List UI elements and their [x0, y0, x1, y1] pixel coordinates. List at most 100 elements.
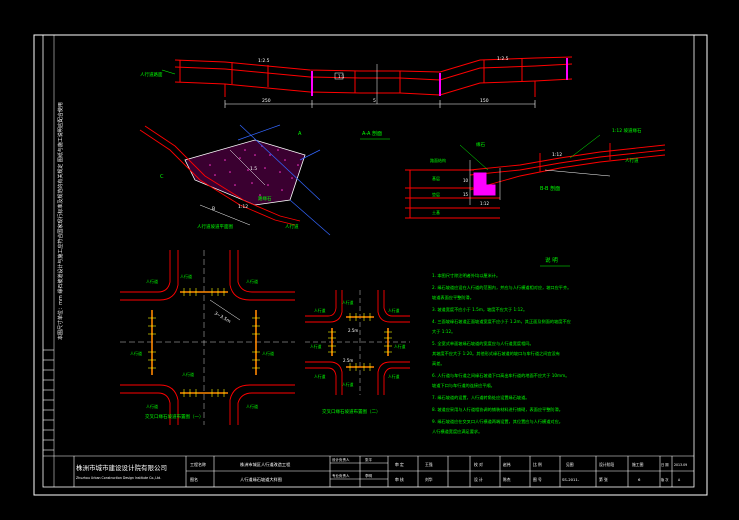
small-label-6: 人行道 [310, 344, 322, 349]
name-3: 王强 [425, 462, 433, 467]
note-line: 8. 坡道应采用与人行道相协调的铺装材料进行铺砌，表面应平整防滑。 [432, 406, 563, 413]
side-strip-text: 本图尺寸单位：mm 缘石坡道设计与施工应符合国家现行标准及规范的有关规定 图纸与… [57, 102, 64, 340]
big-label-2: 人行道 [146, 403, 158, 409]
note-line: 坡道下口与车行道的连接应平顺。 [432, 382, 495, 389]
plan-label-top: A [298, 131, 302, 137]
drawing-label: 图名 [190, 476, 198, 482]
big-label-4: 人行道 [180, 273, 192, 279]
detail-row-0: 路面结构 [430, 157, 446, 163]
small-dim-top: 2.5m [348, 328, 358, 333]
detail-dim-1: 15 [463, 192, 469, 197]
name-4: 刘华 [425, 477, 433, 482]
name-6: 陈杰 [503, 477, 511, 482]
small-dim-bottom: 2.5m [343, 358, 353, 363]
small-label-7: 人行道 [394, 344, 406, 349]
small-label-3: 人行道 [388, 374, 400, 379]
project-label: 工程名称 [190, 461, 206, 467]
big-label-5: 人行道 [182, 371, 194, 377]
curb-ramp-detail [405, 134, 666, 219]
note-line: 人行横道宽度应满足要求。 [432, 428, 482, 435]
top-label-mid: 1:1 [338, 74, 345, 79]
role-5: 校 对 [474, 462, 483, 467]
role-2: 专业负责人 [332, 473, 350, 478]
scale-label: 比 例 [533, 462, 542, 467]
top-road-profile [161, 56, 573, 108]
company-name-en: Zhuzhou Urban Construction Design Instit… [76, 476, 161, 480]
top-dim-right: 150 [480, 98, 489, 104]
date-value: 2013.09 [674, 463, 687, 467]
small-label-5: 人行道 [342, 382, 354, 387]
version-value: A [678, 478, 681, 482]
big-label-0: 人行道 [146, 278, 158, 284]
note-line: 6. 人行道与车行道之间缘石坡道下口高出车行道的地面不应大于 10mm。 [432, 372, 569, 379]
role-4: 审 核 [395, 477, 404, 482]
note-line: 5. 全宽式单面坡缘石坡道的宽度应与人行道宽度相同。 [432, 340, 534, 347]
notes-title: 说 明 [545, 256, 558, 264]
notes-lines: 1. 本图尺寸除注明者外均以厘米计。 2. 缘石坡道应设在人行道的范围内，并应与… [432, 272, 571, 435]
plan-dim-c: 1:12 [238, 204, 248, 210]
note-line: 9. 缘石坡道应在交叉口人行横道两端设置，其位置应与人行横道对应。 [432, 418, 563, 425]
stage-value: 施工图 [632, 462, 644, 467]
sheet-value: 6 [638, 477, 641, 482]
ramp-plan-view [139, 124, 331, 236]
project-value: 株洲市城区人行道改造工程 [240, 461, 291, 468]
plan-label-rb: 人行道 [285, 223, 299, 230]
role-3: 审 定 [395, 462, 404, 467]
note-line: 坡道表面应平整防滑。 [432, 294, 474, 301]
name-1: 张平 [365, 457, 373, 462]
note-line: 7. 缘石坡道的设置，人行道转角处应设置缘石坡道。 [432, 394, 529, 401]
role-1: 设计负责人 [332, 457, 350, 462]
version-label: 版 次 [661, 477, 669, 482]
big-title: 交叉口缘石坡道布置图（一） [145, 413, 204, 420]
intersection-layout-1 [120, 250, 295, 425]
name-5: 赵伟 [503, 462, 511, 467]
plan-dim-a: 1.5 [250, 166, 257, 172]
drawing-value: 人行道缘石坡道大样图 [240, 476, 282, 483]
detail-label-top: 1:12 坡道缘石 [612, 127, 642, 134]
drawing-no-label: 图 号 [533, 477, 542, 482]
plan-label-left: C [160, 174, 164, 180]
drawing-no-value: SS-2011- [562, 477, 580, 482]
name-2: 李明 [365, 473, 373, 478]
top-dim-mid: 5 [373, 98, 376, 104]
detail-label-curb: 缘石 [476, 141, 485, 148]
big-label-6: 人行道 [130, 350, 142, 356]
title-block [43, 349, 694, 487]
intersection-layout-2 [305, 290, 410, 395]
top-dim-top-right: 1:2.5 [497, 56, 509, 62]
plan-dim-b: B [212, 206, 215, 212]
small-label-4: 人行道 [342, 300, 354, 305]
detail-dim-0: 10 [463, 178, 469, 183]
stage-label: 设计阶段 [599, 462, 614, 467]
top-dim-left: 250 [262, 98, 271, 104]
plan-label-right: 路缘石 [258, 195, 272, 202]
detail-row-3: 土基 [432, 209, 440, 215]
detail-row-2: 垫层 [432, 191, 440, 197]
note-line: 1. 本图尺寸除注明者外均以厘米计。 [432, 272, 500, 279]
inner-frame [42, 34, 695, 488]
detail-title: B-B 剖面 [540, 185, 560, 192]
small-label-1: 人行道 [388, 308, 400, 313]
note-line: 大于 1:12。 [432, 328, 455, 335]
plan-view-title: 人行道坡道平面图 [197, 223, 233, 230]
top-dim-top-left: 1:2.5 [258, 58, 270, 64]
note-line: 高差。 [432, 360, 445, 367]
detail-dim-2: 1:12 [480, 201, 489, 206]
small-title: 交叉口缘石坡道布置图（二） [322, 408, 381, 415]
detail-label-right: 人行道 [625, 157, 639, 164]
top-label-left: 人行道路面 [140, 71, 163, 78]
company-name: 株洲市城市建设设计院有限公司 [76, 463, 167, 472]
sheet-label: 第 张 [599, 477, 608, 482]
detail-label-mid: 1:12 [552, 152, 562, 158]
detail-row-1: 基层 [432, 175, 440, 181]
big-label-1: 人行道 [246, 278, 258, 284]
note-line: 其坡度不应大于 1:20。其他形式缘石坡道的坡口与车行道之间宜没有 [432, 350, 560, 357]
scale-value: 见图 [566, 462, 574, 467]
date-label: 日 期 [661, 462, 668, 467]
big-label-7: 人行道 [262, 350, 274, 356]
note-line: 4. 三面坡缘石坡道正面坡道宽度不应小于 1.2m，其正面及侧面的坡度不应 [432, 318, 571, 325]
role-6: 设 计 [474, 477, 483, 482]
big-label-3: 人行道 [246, 403, 258, 409]
small-label-0: 人行道 [314, 308, 326, 313]
